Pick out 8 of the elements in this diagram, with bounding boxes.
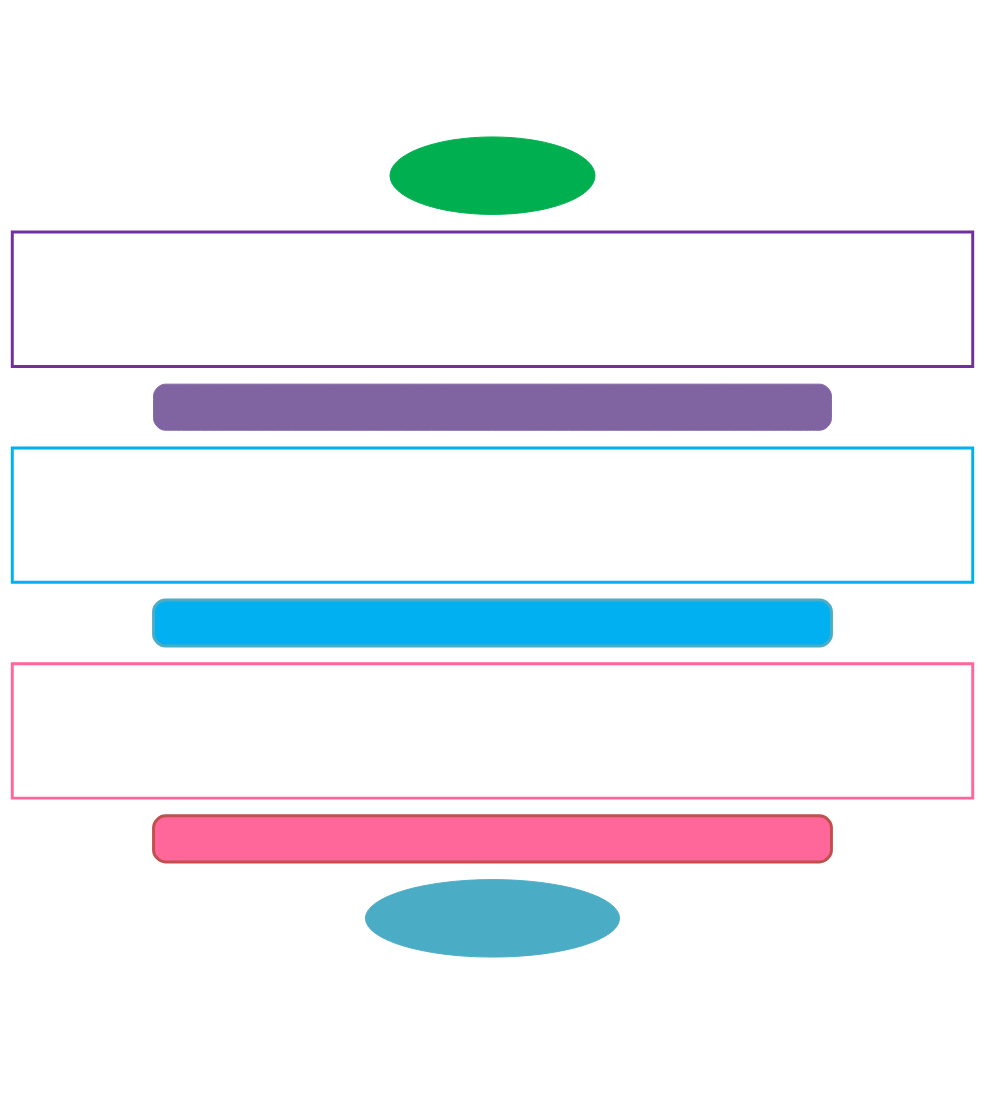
node-bar (153, 383, 832, 431)
node-box (10, 445, 975, 584)
node-bar (152, 813, 833, 863)
node-box (10, 230, 975, 368)
node-ellipse (364, 878, 621, 958)
node-bar (152, 598, 833, 648)
node-ellipse (389, 135, 596, 215)
node-box (10, 661, 975, 800)
